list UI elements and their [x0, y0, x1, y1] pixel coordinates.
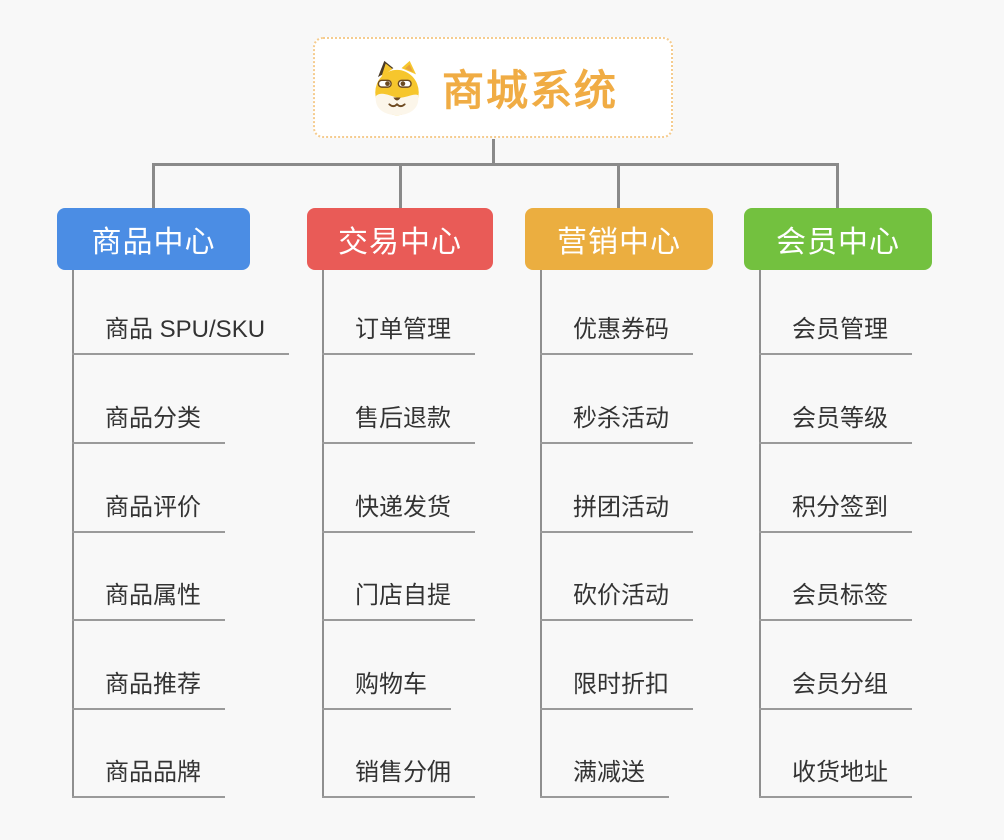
mindmap-item[interactable]: 拼团活动	[540, 487, 693, 533]
mindmap-item[interactable]: 购物车	[322, 664, 451, 710]
branch-node-product[interactable]: 商品中心	[57, 208, 250, 270]
mindmap-item[interactable]: 商品推荐	[72, 664, 225, 710]
mindmap-item[interactable]: 商品 SPU/SKU	[72, 309, 290, 355]
mindmap-item[interactable]: 收货地址	[759, 752, 912, 798]
connector-bus	[152, 163, 839, 166]
root-title: 商城系统	[441, 67, 618, 114]
mindmap-item[interactable]: 快递发货	[322, 487, 475, 533]
mindmap-item[interactable]: 会员分组	[759, 664, 912, 710]
connector-root-drop	[492, 139, 495, 165]
mindmap-item[interactable]: 会员等级	[759, 398, 912, 444]
mindmap-item[interactable]: 砍价活动	[540, 575, 693, 621]
branch-marketing-center: 营销中心 优惠券码 秒杀活动 拼团活动 砍价活动 限时折扣 满减送	[525, 208, 713, 798]
branch-node-member[interactable]: 会员中心	[744, 208, 932, 270]
branch-product-center: 商品中心 商品 SPU/SKU 商品分类 商品评价 商品属性 商品推荐 商品品牌	[57, 208, 290, 798]
mindmap-item[interactable]: 订单管理	[322, 309, 475, 355]
mindmap-item[interactable]: 会员管理	[759, 309, 912, 355]
mindmap-item[interactable]: 商品属性	[72, 575, 225, 621]
mindmap-item[interactable]: 销售分佣	[322, 752, 475, 798]
root-node[interactable]: 商城系统	[313, 37, 673, 138]
mindmap-item[interactable]: 会员标签	[759, 575, 912, 621]
mindmap-item[interactable]: 门店自提	[322, 575, 475, 621]
branch-trade-center: 交易中心 订单管理 售后退款 快递发货 门店自提 购物车 销售分佣	[307, 208, 493, 798]
branch-node-marketing[interactable]: 营销中心	[525, 208, 713, 270]
branch-trunk	[540, 270, 542, 798]
connector-drop-product	[152, 163, 155, 208]
branch-trunk	[72, 270, 74, 798]
branch-member-center: 会员中心 会员管理 会员等级 积分签到 会员标签 会员分组 收货地址	[744, 208, 932, 798]
branch-trunk	[322, 270, 324, 798]
mindmap-item[interactable]: 积分签到	[759, 487, 912, 533]
mindmap-item[interactable]: 商品品牌	[72, 752, 225, 798]
dog-face-icon	[375, 60, 419, 115]
mindmap-item[interactable]: 商品分类	[72, 398, 225, 444]
branch-node-trade[interactable]: 交易中心	[307, 208, 493, 270]
mindmap-item[interactable]: 满减送	[540, 752, 669, 798]
mindmap-item[interactable]: 优惠券码	[540, 309, 693, 355]
branch-trunk	[759, 270, 761, 798]
mindmap-item[interactable]: 商品评价	[72, 487, 225, 533]
mindmap-item[interactable]: 秒杀活动	[540, 398, 693, 444]
connector-drop-marketing	[617, 163, 620, 208]
connector-drop-trade	[399, 163, 402, 208]
mindmap-item[interactable]: 限时折扣	[540, 664, 693, 710]
connector-drop-member	[836, 163, 839, 208]
mindmap-item[interactable]: 售后退款	[322, 398, 475, 444]
